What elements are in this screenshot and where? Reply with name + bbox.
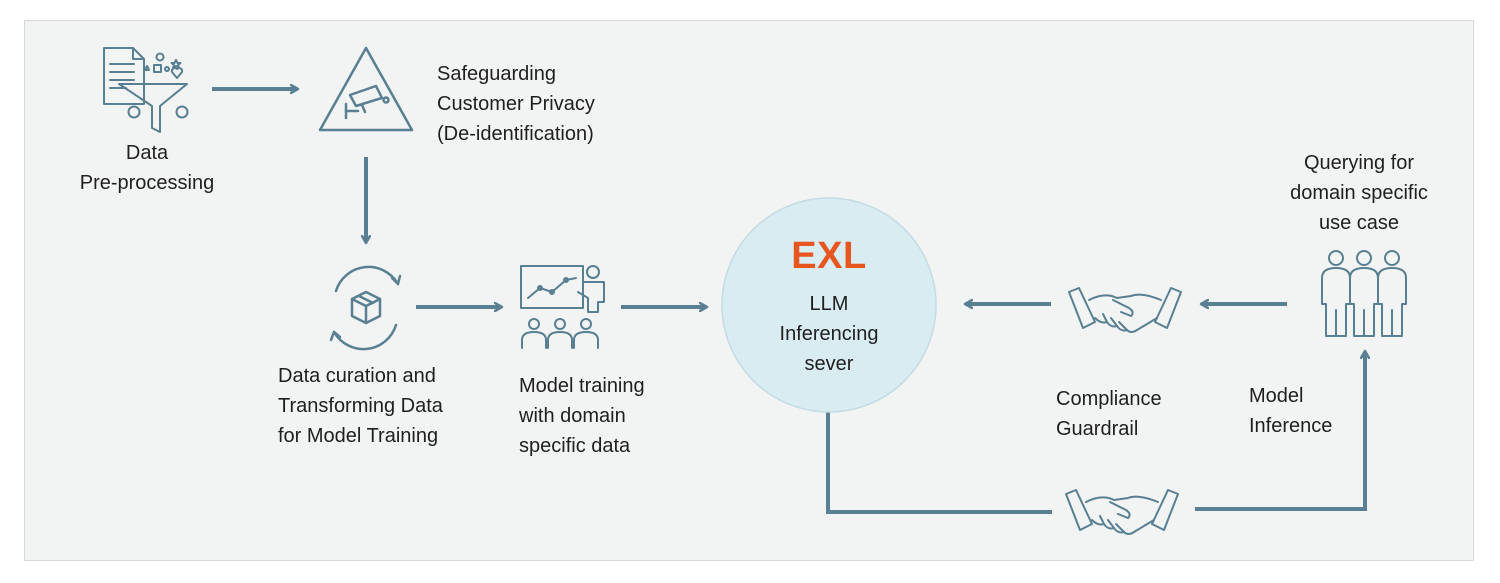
- label-line: for Model Training: [278, 425, 439, 447]
- label-line: domain specific: [1290, 182, 1428, 204]
- label-line: Data: [125, 142, 169, 164]
- label-line: LLM: [809, 293, 849, 315]
- label-line: Inferencing: [779, 323, 879, 345]
- label-line: Safeguarding: [437, 63, 556, 85]
- label-line: specific data: [519, 435, 631, 457]
- connector-server-to-inference: [826, 412, 1052, 514]
- label-line: use case: [1318, 212, 1400, 234]
- label-line: (De-identification): [437, 123, 594, 145]
- label-line: sever: [804, 353, 854, 375]
- inference-handshake-icon: [1065, 489, 1179, 535]
- label-data-preprocessing: Data Pre-processing: [57, 138, 237, 198]
- people-group-icon: [1321, 250, 1407, 337]
- label-line: Customer Privacy: [437, 93, 595, 115]
- label-safeguarding: Safeguarding Customer Privacy (De-identi…: [437, 59, 677, 149]
- label-line: Model: [1249, 385, 1304, 407]
- label-line: with domain: [519, 405, 626, 427]
- surveillance-camera-warning-icon: [318, 46, 414, 132]
- label-line: Model training: [519, 375, 645, 397]
- label-model-inference: Model Inference: [1249, 381, 1389, 441]
- training-presentation-icon: [520, 265, 605, 349]
- label-line: Querying for: [1303, 152, 1415, 174]
- label-line: Guardrail: [1056, 418, 1139, 440]
- label-model-training: Model training with domain specific data: [519, 371, 719, 461]
- arrow-inference-to-querying: [1195, 352, 1365, 511]
- compliance-handshake-icon: [1068, 287, 1182, 333]
- label-llm-server: LLM Inferencing sever: [729, 289, 929, 379]
- llm-server-circle: [721, 197, 937, 413]
- label-compliance: Compliance Guardrail: [1056, 384, 1216, 444]
- label-line: Data curation and: [278, 365, 436, 387]
- box-cycle-icon: [329, 265, 402, 351]
- label-data-curation: Data curation and Transforming Data for …: [278, 361, 498, 451]
- label-querying: Querying for domain specific use case: [1259, 148, 1459, 238]
- label-line: Transforming Data: [278, 395, 443, 417]
- label-line: Inference: [1249, 415, 1333, 437]
- label-line: Pre-processing: [79, 172, 215, 194]
- funnel-data-icon: [103, 47, 189, 133]
- exl-logo: EXL: [791, 235, 867, 277]
- label-line: Compliance: [1056, 388, 1162, 410]
